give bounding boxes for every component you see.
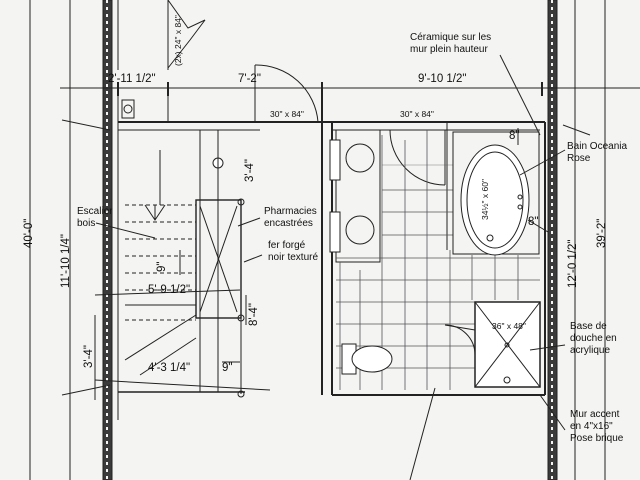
shower-size: 36" x 48" <box>492 321 526 331</box>
dim-left-3-4: 3'-4" <box>83 345 95 368</box>
tub-note: Bain Oceania Rose <box>567 141 628 164</box>
dim-9-10: 9'-10 1/2" <box>418 73 467 85</box>
accent-wall-note: Mur accent en 4"x16" Pose brique <box>570 409 624 444</box>
dim-7-2: 7'-2" <box>238 73 261 85</box>
dim-39-2: 39'-2" <box>596 218 608 248</box>
dim-stair-9: 9" <box>156 261 168 272</box>
dim-stair-5-9: 5'-9 1/2" <box>148 284 191 296</box>
dim-bath-8b: 8" <box>528 216 539 228</box>
dim-stair-4-3: 4'-3 1/4" <box>148 362 191 374</box>
door-size-left: 30" x 84" <box>270 109 304 119</box>
dim-stair-8-4: 8'-4" <box>248 303 260 326</box>
ceramic-note: Céramique sur les mur plein hauteur <box>410 32 492 55</box>
dim-stair-3-4: 3'-4" <box>244 159 256 182</box>
dim-stair-9b: 9" <box>222 362 233 374</box>
iron-note: fer forgé noir texturé <box>268 240 319 263</box>
tub-size: 34½" x 60" <box>480 178 490 220</box>
dim-bath-8a: 8" <box>509 130 520 142</box>
dim-12-0: 12'-0 1/2" <box>567 239 579 288</box>
shower-base-note: Base de douche en acrylique <box>570 321 617 356</box>
dim-11-10: 11'-10 1/4" <box>60 233 72 288</box>
dim-40-0: 40'-0" <box>23 218 35 248</box>
dim-2-11: 2'-11 1/2" <box>108 73 156 85</box>
door-size-top: (2x) 24" x 84" <box>173 15 183 66</box>
door-size-right: 30" x 84" <box>400 109 434 119</box>
cabinets-note: Pharmacies encastrées <box>264 206 317 229</box>
stair-note: Escalier bois <box>77 206 113 229</box>
